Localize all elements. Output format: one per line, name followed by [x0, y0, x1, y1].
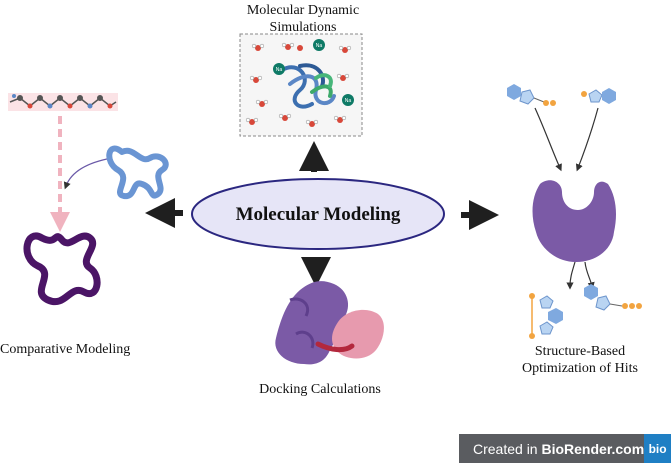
docking-calculations-label: Docking Calculations [259, 382, 381, 397]
water-molecules [249, 44, 348, 127]
center-title: Molecular Modeling [236, 204, 401, 225]
optimization-arrows-in [534, 107, 599, 172]
target-protein [532, 180, 616, 262]
svg-text:Na: Na [276, 67, 283, 73]
badge-prefix: Created in [473, 440, 542, 457]
coil-arrow [63, 157, 113, 190]
svg-text:Na: Na [316, 43, 323, 49]
sequence-strand [8, 93, 118, 111]
protein-ribbon [280, 63, 336, 109]
badge-text: Created in BioRender.com [459, 441, 644, 457]
sbo-line2: Optimization of Hits [522, 361, 638, 376]
docking-complex [275, 281, 384, 365]
optimized-hits [529, 284, 642, 339]
sbo-line1: Structure-Based [534, 344, 626, 359]
badge-brand: BioRender.com [541, 440, 645, 457]
comparative-modeling-label: Comparative Modeling [0, 342, 131, 357]
optimization-arrows-out [566, 261, 595, 290]
receptor-blob [275, 281, 349, 365]
center-ellipse [191, 178, 445, 250]
ligand-blob [332, 309, 384, 359]
blue-coil [106, 145, 169, 200]
md-title: Molecular Dynamic Simulations [228, 2, 378, 36]
md-simulation-box: Na Na Na [239, 33, 363, 137]
hit-fragments-top [507, 84, 616, 106]
svg-text:Na: Na [345, 98, 352, 104]
sbo-label: Structure-Based Optimization of Hits [500, 343, 660, 377]
md-title-line1: Molecular Dynamic [246, 3, 360, 18]
md-title-line2: Simulations [269, 20, 337, 35]
connector-arrows [145, 141, 499, 287]
biorender-logo-icon: bio [644, 434, 671, 463]
biorender-badge[interactable]: Created in BioRender.com bio [459, 434, 671, 463]
sodium-ions: Na Na Na [273, 39, 354, 106]
purple-coil [23, 232, 101, 306]
